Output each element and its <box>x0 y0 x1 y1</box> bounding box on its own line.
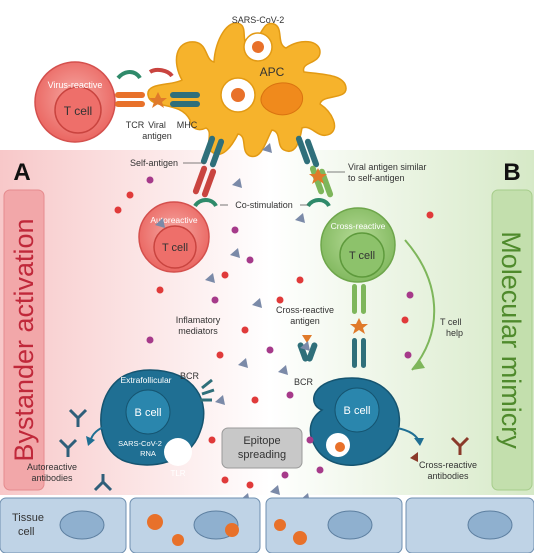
b-cell-left-rna-2: RNA <box>140 449 156 458</box>
cross-antigen-receptor <box>297 335 318 362</box>
b-cell-left-nucleus: B cell <box>135 407 162 419</box>
b-cell-left-rna-1: SARS-CoV-2 <box>118 439 162 448</box>
tissue-layer <box>0 497 534 553</box>
tissue-label-1: Tissue <box>12 512 44 524</box>
virus-reactive-title: Virus-reactive <box>48 80 103 90</box>
t-help-label-2: help <box>446 328 463 338</box>
self-antigen-label: Self-antigen <box>130 158 178 168</box>
panel-a-title: Bystander activation <box>9 218 39 461</box>
cross-reactive-antibodies <box>410 436 470 462</box>
b-cell-left-title: Extrafollicular <box>120 375 171 385</box>
autoreactive-title: Autoreactive <box>150 215 198 225</box>
bcr-left-label: BCR <box>180 371 200 381</box>
tcr-mhc-complex <box>115 67 200 108</box>
auto-antibodies-label-1: Autoreactive <box>27 462 77 472</box>
b-cell-right <box>309 377 401 466</box>
viral-antigen-label-2: antigen <box>142 131 172 141</box>
virus-reactive-t-cell <box>34 61 116 143</box>
panel-a-letter: A <box>13 159 30 186</box>
tissue-label-2: cell <box>18 526 35 538</box>
cross-antigen-label-2: antigen <box>290 316 320 326</box>
cross-antigen-label-1: Cross-reactive <box>276 305 334 315</box>
b-cell-right-nucleus: B cell <box>344 405 371 417</box>
right-receptors <box>295 135 334 208</box>
inflammatory-label-2: mediators <box>178 326 218 336</box>
virus-reactive-nucleus: T cell <box>64 104 92 118</box>
bcr-right-label: BCR <box>294 377 314 387</box>
inflammatory-label-1: Inflamatory <box>176 315 221 325</box>
panel-a-bar <box>3 189 45 491</box>
mhc-label: MHC <box>177 120 198 130</box>
auto-antibodies-label-2: antibodies <box>31 473 73 483</box>
t-help-label-1: T cell <box>440 317 461 327</box>
inflammatory-mediators <box>114 143 434 503</box>
left-receptors <box>192 135 225 208</box>
cross-antibodies-label-2: antibodies <box>427 471 469 481</box>
apc-label: APC <box>260 65 285 79</box>
panel-b-bar <box>491 189 533 491</box>
viral-similar-label-2: to self-antigen <box>348 173 405 183</box>
viral-similar-label-1: Viral antigen similar <box>348 162 426 172</box>
apc-cell <box>147 22 347 158</box>
epitope-label-1: Epitope <box>243 435 280 447</box>
bcr-left-receptor <box>200 378 215 402</box>
panel-b-title: Molecular mimicry <box>496 231 526 449</box>
tcr-label: TCR <box>126 120 145 130</box>
b-cell-left <box>100 369 205 466</box>
cross-reactive-nucleus: T cell <box>349 250 375 262</box>
epitope-spreading-box <box>221 427 303 469</box>
b-cell-left-tlr: TLR <box>170 469 185 478</box>
panel-b-letter: B <box>503 159 520 186</box>
t-b-receptors <box>350 284 368 368</box>
co-stimulation-label: Co-stimulation <box>235 200 293 210</box>
cross-antibodies-label-1: Cross-reactive <box>419 460 477 470</box>
apc-virus-label: SARS-CoV-2 <box>232 15 285 25</box>
autoreactive-nucleus: T cell <box>162 242 188 254</box>
cross-reactive-title: Cross-reactive <box>331 221 386 231</box>
epitope-label-2: spreading <box>238 449 286 461</box>
autoreactive-antibodies <box>58 408 113 492</box>
autoreactive-t-cell <box>138 201 210 273</box>
viral-antigen-label-1: Viral <box>148 120 166 130</box>
cross-reactive-t-cell <box>320 207 396 283</box>
